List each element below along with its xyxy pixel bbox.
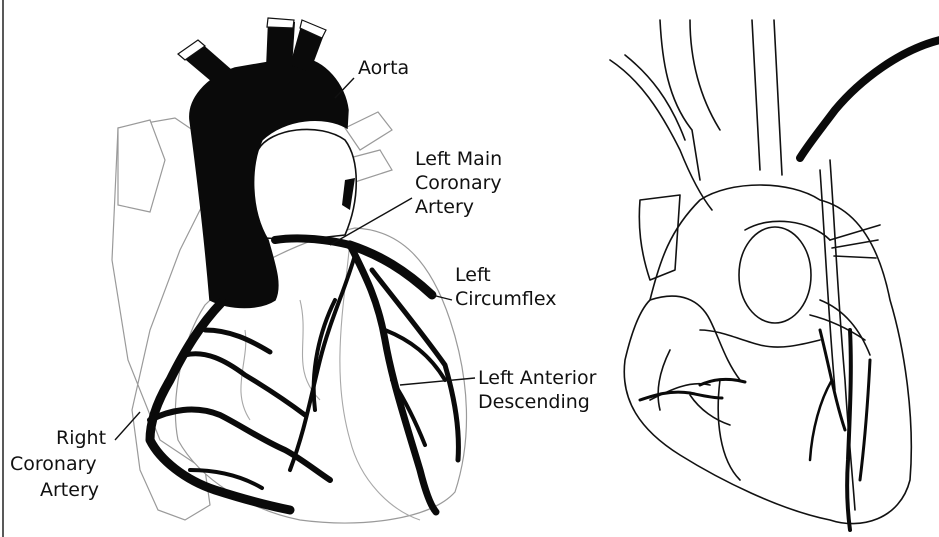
superior-vessel-2 xyxy=(690,20,720,130)
catheter xyxy=(800,40,939,158)
left-carotid-opening xyxy=(267,18,294,28)
aortic-root-oval xyxy=(739,227,811,323)
right-view-branch-5 xyxy=(810,380,832,460)
curved-vessel-2 xyxy=(625,55,685,140)
lad-label-line-2: Descending xyxy=(478,391,590,413)
left-circumflex-label-line-1: Left xyxy=(455,264,491,286)
left-main-label-line-2: Coronary xyxy=(415,172,502,194)
pulmonary-vein-stub xyxy=(345,112,392,150)
superior-vessel-3 xyxy=(752,20,760,170)
inner-chamber-line-4 xyxy=(810,315,865,340)
left-main-label-line-3: Artery xyxy=(415,196,474,218)
right-coronary-label-line-3: Artery xyxy=(40,479,99,501)
left-main-label-line-1: Left Main xyxy=(415,148,502,170)
right-coronary-label-line-1: Right xyxy=(56,427,106,449)
branch-stub-1 xyxy=(830,225,880,240)
inner-chamber-line-6 xyxy=(690,395,730,425)
pulmonary-trunk xyxy=(252,129,356,240)
inner-chamber-line-8 xyxy=(658,350,670,410)
branch-stub-3 xyxy=(834,256,876,258)
lad-label-line-1: Left Anterior xyxy=(478,367,597,389)
left-heart xyxy=(112,18,475,523)
left-circumflex-label-line-2: Circumflex xyxy=(455,288,557,310)
right-heart xyxy=(610,20,939,530)
right-view-branch-2 xyxy=(860,360,870,480)
inner-chamber-line-7 xyxy=(718,380,740,480)
superior-vessel-4 xyxy=(774,20,782,175)
right-view-lad xyxy=(847,330,851,530)
aorta-label: Aorta xyxy=(358,57,409,79)
right-coronary-label-line-2: Coronary xyxy=(10,453,97,475)
curved-vessel xyxy=(610,60,712,210)
